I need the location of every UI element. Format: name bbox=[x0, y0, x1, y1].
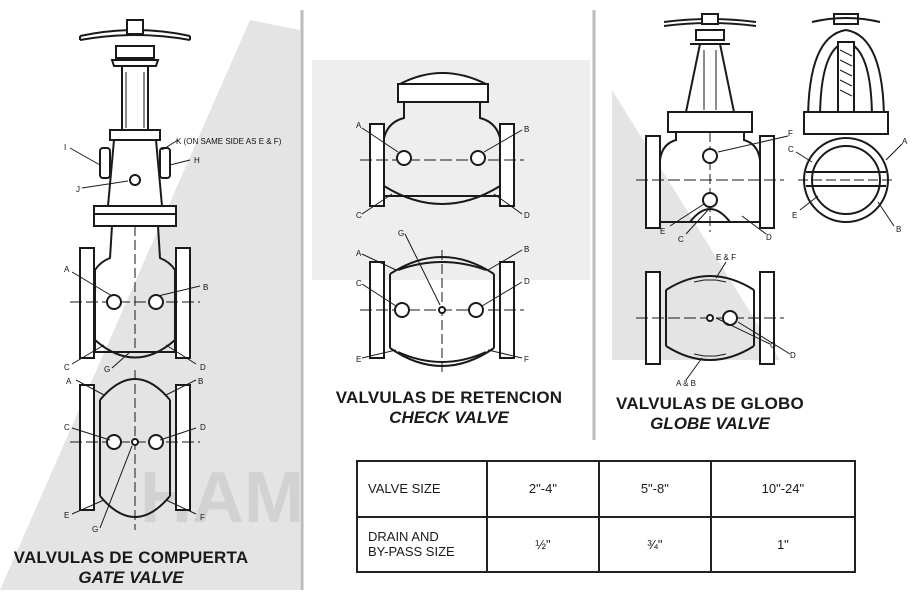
gate-label-e: E bbox=[64, 511, 69, 520]
valve-size-header: VALVE SIZE bbox=[356, 460, 488, 518]
check-label-d-bottom: D bbox=[524, 277, 530, 286]
globe-label-c-bottom: C bbox=[770, 341, 776, 350]
drain-bypass-size-table: VALVE SIZE 2"-4" 5"-8" 10"-24" DRAIN AND… bbox=[356, 460, 857, 573]
gate-valve-drawing bbox=[69, 19, 201, 530]
table-row-valve-size: VALVE SIZE 2"-4" 5"-8" 10"-24" bbox=[356, 460, 857, 518]
valve-size-cell-2: 5"-8" bbox=[597, 460, 712, 518]
check-label-c-bottom: C bbox=[356, 279, 362, 288]
valve-size-cell-3: 10"-24" bbox=[709, 460, 857, 518]
valve-size-cell-1: 2"-4" bbox=[486, 460, 600, 518]
gate-yoke bbox=[93, 45, 177, 227]
globe-valve-title-en: GLOBE VALVE bbox=[650, 414, 770, 433]
check-elevation bbox=[360, 72, 524, 207]
globe-elevation bbox=[636, 13, 784, 232]
check-label-a-bottom: A bbox=[356, 249, 362, 258]
drain-size-cell-2: ¾" bbox=[597, 515, 712, 573]
check-label-d-top: D bbox=[524, 211, 530, 220]
globe-label-e-and-f: E & F bbox=[716, 253, 736, 262]
globe-valve-title-es: VALVULAS DE GLOBO bbox=[616, 394, 804, 413]
check-label-g: G bbox=[398, 229, 404, 238]
check-valve-caption: VALVULAS DE RETENCION CHECK VALVE bbox=[318, 388, 580, 428]
gate-label-c-top: C bbox=[64, 363, 70, 372]
drain-size-header-line2: BY-PASS SIZE bbox=[368, 544, 455, 560]
drain-size-header: DRAIN AND BY-PASS SIZE bbox=[356, 515, 488, 573]
gate-section-view bbox=[70, 370, 200, 530]
gate-valve-title-es: VALVULAS DE COMPUERTA bbox=[13, 548, 249, 567]
gate-label-i: I bbox=[64, 143, 66, 152]
gate-body bbox=[70, 225, 200, 359]
drain-size-cell-3: 1" bbox=[709, 515, 857, 573]
globe-label-b-side: B bbox=[896, 225, 901, 234]
gate-valve-caption: VALVULAS DE COMPUERTA GATE VALVE bbox=[0, 548, 262, 588]
check-label-f: F bbox=[524, 355, 529, 364]
gate-labels: K (ON SAME SIDE AS E & F) I H J A B C G … bbox=[64, 137, 282, 534]
globe-valve-caption: VALVULAS DE GLOBO GLOBE VALVE bbox=[612, 394, 808, 434]
gate-label-c-bottom: C bbox=[64, 423, 70, 432]
globe-label-a-and-b: A & B bbox=[676, 379, 696, 388]
check-label-e: E bbox=[356, 355, 361, 364]
globe-section bbox=[636, 271, 784, 365]
globe-leaders bbox=[669, 135, 903, 381]
gate-label-b-bottom: B bbox=[198, 377, 203, 386]
gate-label-b-top: B bbox=[203, 283, 208, 292]
globe-label-e-side: E bbox=[792, 211, 797, 220]
globe-label-d-bottom: D bbox=[790, 351, 796, 360]
check-label-c-top: C bbox=[356, 211, 362, 220]
watermark-text: HAM bbox=[140, 458, 304, 538]
globe-label-e-top: E bbox=[660, 227, 665, 236]
check-labels: A B C D G A B C D E F bbox=[356, 121, 530, 364]
drain-size-cell-1: ½" bbox=[486, 515, 600, 573]
globe-label-f-top: F bbox=[788, 129, 793, 138]
gate-label-k: K (ON SAME SIDE AS E & F) bbox=[176, 137, 282, 146]
check-valve-title-es: VALVULAS DE RETENCION bbox=[335, 388, 563, 407]
gate-label-g-top: G bbox=[104, 365, 110, 374]
gate-label-a-bottom: A bbox=[66, 377, 72, 386]
globe-label-d-top: D bbox=[766, 233, 772, 242]
check-section bbox=[360, 250, 524, 372]
gate-label-d-top: D bbox=[200, 363, 206, 372]
check-label-b-top: B bbox=[524, 125, 529, 134]
gate-label-a-top: A bbox=[64, 265, 70, 274]
globe-side-view bbox=[798, 13, 894, 223]
gate-label-h: H bbox=[194, 156, 200, 165]
gate-label-f: F bbox=[200, 513, 205, 522]
globe-label-c-side: C bbox=[788, 145, 794, 154]
check-label-b-bottom: B bbox=[524, 245, 529, 254]
gate-handwheel bbox=[79, 19, 191, 41]
gate-valve-title-en: GATE VALVE bbox=[78, 568, 184, 587]
drain-size-header-line1: DRAIN AND bbox=[368, 529, 439, 545]
gate-label-g-bottom: G bbox=[92, 525, 98, 534]
gate-leaders bbox=[69, 139, 201, 529]
gate-label-j: J bbox=[76, 185, 80, 194]
globe-label-c-top: C bbox=[678, 235, 684, 244]
check-label-a-top: A bbox=[356, 121, 362, 130]
check-valve-title-en: CHECK VALVE bbox=[389, 408, 509, 427]
globe-labels: F E C D C A E B E & F C D A & B bbox=[660, 129, 908, 388]
check-valve-drawing bbox=[360, 72, 524, 372]
check-leaders bbox=[361, 127, 523, 359]
table-row-drain-size: DRAIN AND BY-PASS SIZE ½" ¾" 1" bbox=[356, 515, 857, 573]
globe-label-a-side: A bbox=[902, 137, 908, 146]
globe-valve-drawing bbox=[636, 13, 903, 381]
gate-label-d-bottom: D bbox=[200, 423, 206, 432]
